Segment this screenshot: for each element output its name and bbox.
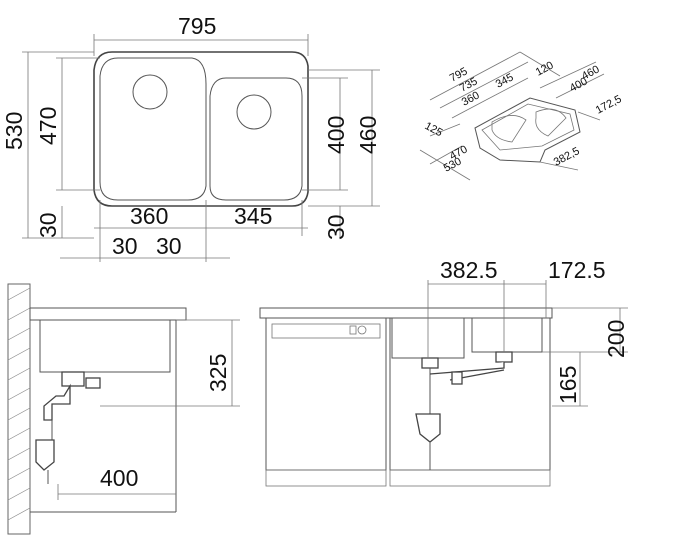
iso-view: 795 735 360 345 120 460 400 172,5 125 47… [419, 51, 624, 181]
dim-left-bowl-width: 360 [130, 203, 168, 229]
dim-height-outer: 530 [1, 112, 27, 150]
right-bowl [209, 77, 303, 201]
dim-bowl-depth: 200 [603, 320, 629, 358]
iso-label-345: 345 [494, 71, 516, 90]
dishwasher [265, 317, 387, 471]
front-view: 382.5 172.5 200 165 [259, 257, 629, 487]
dim-bottom-gap: 165 [555, 366, 581, 404]
dim-drain-left: 382.5 [440, 257, 498, 283]
dim-width-total: 795 [178, 13, 216, 39]
right-drain [236, 94, 272, 130]
iso-label-172-5: 172,5 [594, 93, 624, 117]
iso-sink-outline [474, 97, 581, 163]
wall-hatch [7, 287, 31, 521]
countertop [29, 307, 187, 321]
side-view: 325 400 [7, 283, 240, 535]
dim-drain-depth: 325 [205, 354, 231, 392]
side-sink-bowl [39, 319, 171, 373]
dim-margin-bottom-left: 30 [35, 212, 61, 238]
front-right-bowl [471, 317, 543, 353]
dim-margin-bottom-right: 30 [323, 214, 349, 240]
dim-height-right-bowl: 400 [323, 116, 349, 154]
iso-label-125: 125 [423, 120, 445, 139]
dim-drain-right: 172.5 [548, 257, 606, 283]
dim-gap-left: 30 [112, 233, 138, 259]
sink-outline [93, 51, 309, 207]
top-view: 795 530 470 30 400 460 30 360 345 [1, 13, 381, 262]
dim-height-right-outer: 460 [355, 116, 381, 154]
dim-height-left-bowl: 470 [35, 107, 61, 145]
dim-drain-offset: 400 [100, 465, 138, 491]
iso-label-382-5: 382,5 [552, 145, 582, 169]
dim-gap-mid: 30 [156, 233, 182, 259]
wall [7, 283, 31, 535]
left-bowl [99, 57, 207, 201]
dim-right-bowl-width: 345 [234, 203, 272, 229]
front-countertop [259, 307, 553, 319]
left-drain [132, 74, 168, 110]
